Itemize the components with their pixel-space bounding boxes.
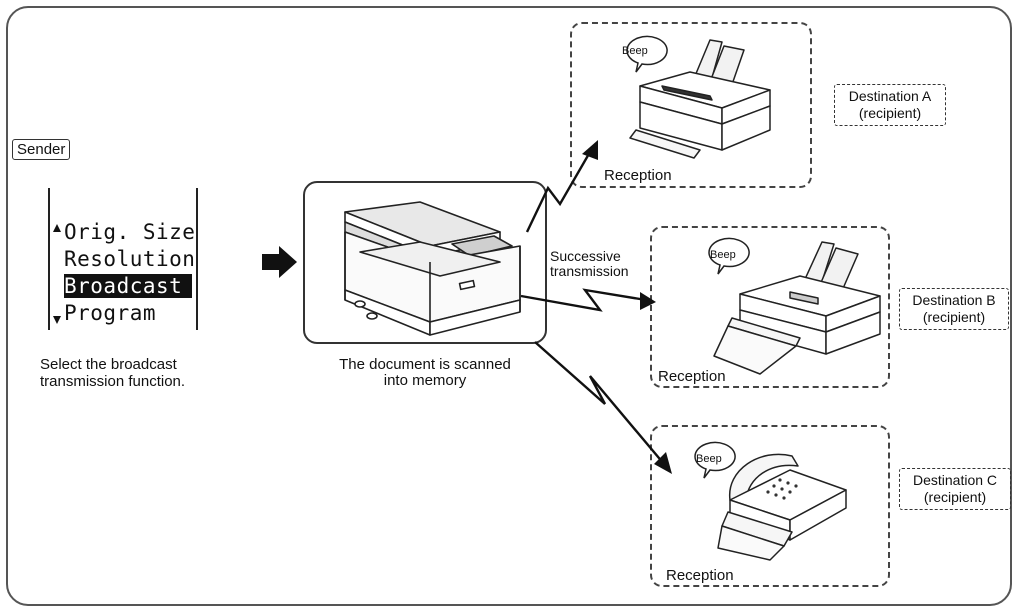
destination-a-box (570, 22, 812, 188)
speech-bubble-c (694, 441, 736, 479)
lightning-arrow-icon (520, 151, 665, 465)
right-arrow-icon (262, 246, 297, 278)
menu-item-broadcast[interactable]: Broadcast (64, 274, 193, 298)
destination-c-name: Destination C (912, 472, 998, 488)
destination-b-box (650, 226, 890, 388)
transmission-label-2: transmission (550, 263, 629, 279)
beep-c: Beep (696, 453, 722, 465)
speech-bubble-a (626, 35, 668, 73)
menu-caption-1: Select the broadcast (40, 356, 177, 373)
copier-icon (344, 201, 521, 336)
beep-b: Beep (710, 249, 736, 261)
triangle-up-icon (53, 224, 61, 232)
destination-b-role: (recipient) (922, 309, 986, 325)
scanner-caption-1: The document is scanned (339, 356, 511, 373)
menu-item-program[interactable]: Program (64, 301, 157, 325)
beep-a: Beep (622, 45, 648, 57)
scanner-caption-2: into memory (383, 372, 467, 389)
reception-c: Reception (666, 567, 734, 584)
destination-c-box (650, 425, 890, 587)
destination-a-label: Destination A (recipient) (834, 84, 946, 126)
triangle-down-icon (53, 316, 61, 324)
reception-a: Reception (604, 167, 672, 184)
fax-machine-icon (629, 39, 771, 159)
scroll-arrows (53, 224, 61, 324)
menu-caption-2: transmission function. (40, 373, 186, 390)
fax-machine-icon (717, 453, 847, 561)
lcd-menu: Orig. Size Resolution Broadcast Program (48, 188, 198, 330)
destination-a-role: (recipient) (858, 105, 922, 121)
destination-c-label: Destination C (recipient) (899, 468, 1011, 510)
destination-b-name: Destination B (912, 292, 996, 308)
menu-item-orig-size[interactable]: Orig. Size (64, 220, 196, 244)
reception-b: Reception (658, 368, 726, 385)
destination-c-role: (recipient) (923, 489, 987, 505)
diagram-frame (6, 6, 1012, 606)
transmission-label-1: Successive (550, 248, 621, 264)
speech-bubble-b (708, 237, 750, 275)
destination-a-name: Destination A (848, 88, 932, 104)
destination-b-label: Destination B (recipient) (899, 288, 1009, 330)
fax-machine-icon (713, 241, 881, 375)
scanner-box (303, 181, 547, 344)
sender-label: Sender (12, 139, 71, 160)
menu-item-resolution[interactable]: Resolution (64, 247, 196, 271)
